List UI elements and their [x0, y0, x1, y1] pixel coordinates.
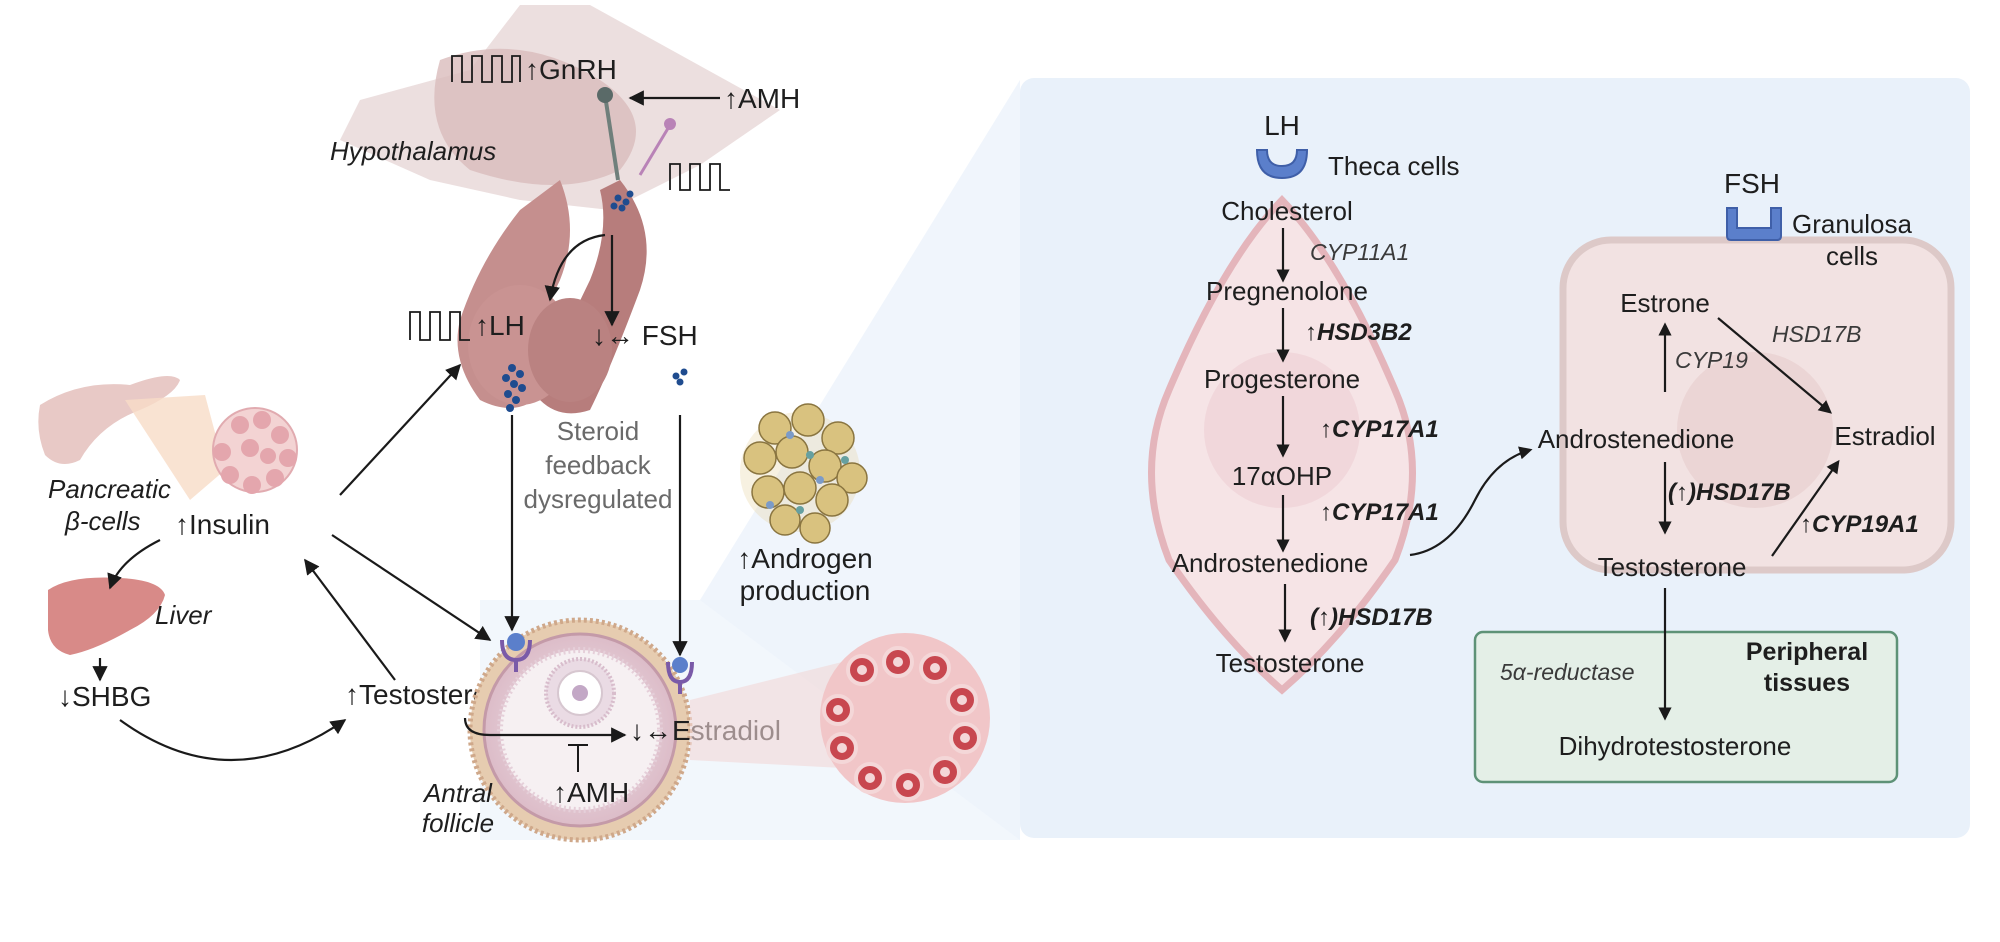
svg-text:follicle: follicle	[422, 808, 494, 838]
svg-text:Granulosa: Granulosa	[1792, 209, 1912, 239]
theca-step-17aohp: 17αOHP	[1232, 461, 1332, 491]
theca-lh-label: LH	[1264, 110, 1300, 141]
granulosa-enzyme-cyp19: CYP19	[1675, 347, 1748, 373]
granulosa-fsh-label: FSH	[1724, 168, 1780, 199]
peripheral-product: Dihydrotestosterone	[1559, 731, 1792, 761]
polycystic-ovary-illustration	[690, 633, 990, 803]
pituitary-pulse-icon	[669, 163, 730, 191]
theca-step-pregnenolone: Pregnenolone	[1206, 276, 1368, 306]
theca-enzyme-cyp17a1-2: ↑CYP17A1	[1320, 499, 1439, 526]
fsh-label: ↓↔ FSH	[592, 320, 698, 351]
hypothalamus-label: Hypothalamus	[330, 136, 496, 166]
theca-step-progesterone: Progesterone	[1204, 364, 1360, 394]
fsh-receptor-icon	[666, 657, 694, 694]
lh-pulse-icon	[409, 311, 470, 341]
lh-receptor-icon	[500, 633, 532, 672]
granulosa-estrone: Estrone	[1620, 288, 1710, 318]
theca-enzyme-hsd3b2: ↑HSD3B2	[1305, 319, 1412, 346]
pancreatic-label: Pancreatic β-cells	[48, 474, 171, 536]
granulosa-enzyme-cyp19a1-up: ↑CYP19A1	[1800, 511, 1919, 538]
amh-follicle-label: ↑AMH	[553, 777, 629, 808]
granulosa-pathway: Estrone CYP19 HSD17B Androstenedione Est…	[1538, 288, 1936, 582]
gnrh-label: ↑GnRH	[525, 54, 617, 85]
granulosa-androstenedione: Androstenedione	[1538, 424, 1735, 454]
granulosa-nucleus	[1677, 352, 1833, 508]
peripheral-tissues-label: Peripheral tissues	[1746, 638, 1868, 697]
svg-text:Steroid: Steroid	[557, 416, 639, 446]
steroid-feedback-label: Steroid feedback dysregulated	[524, 416, 673, 514]
svg-text:tissues: tissues	[1764, 669, 1850, 697]
theca-pathway: Cholesterol CYP11A1 Pregnenolone ↑HSD3B2…	[1172, 196, 1439, 678]
svg-text:β-cells: β-cells	[64, 506, 141, 536]
granulosa-cells-label: Granulosa cells	[1792, 209, 1912, 271]
theca-step-cholesterol: Cholesterol	[1221, 196, 1353, 226]
theca-enzyme-hsd17b: (↑)HSD17B	[1310, 604, 1433, 631]
granulosa-estradiol: Estradiol	[1834, 421, 1935, 451]
shbg-label: ↓SHBG	[58, 681, 151, 712]
androgen-production-label: ↑Androgen production	[737, 543, 872, 606]
fsh-receptor-granulosa-icon	[1726, 207, 1782, 241]
liver-illustration	[48, 577, 165, 655]
peripheral-enzyme: 5α-reductase	[1500, 659, 1635, 685]
liver-label: Liver	[155, 600, 213, 630]
antral-follicle-label: Antral follicle	[422, 778, 494, 838]
pancreas-illustration	[38, 376, 298, 500]
theca-step-testosterone: Testosterone	[1216, 648, 1365, 678]
svg-text:dysregulated: dysregulated	[524, 484, 673, 514]
theca-enzyme-cyp17a1-1: ↑CYP17A1	[1320, 416, 1439, 443]
granulosa-enzyme-hsd17b-up: (↑)HSD17B	[1668, 479, 1791, 506]
svg-text:Peripheral: Peripheral	[1746, 638, 1868, 666]
theca-enzyme-cyp11a1: CYP11A1	[1310, 239, 1409, 265]
hypothalamus-pituitary-illustration	[340, 5, 780, 414]
lh-receptor-theca-icon	[1255, 149, 1309, 180]
granulosa-enzyme-hsd17b: HSD17B	[1772, 321, 1861, 347]
theca-cells-label: Theca cells	[1328, 151, 1460, 181]
svg-text:production: production	[740, 575, 871, 606]
granulosa-testosterone: Testosterone	[1598, 552, 1747, 582]
theca-cluster-illustration	[740, 403, 868, 544]
lh-label: ↑LH	[475, 310, 525, 341]
amh-top-label: ↑AMH	[724, 83, 800, 114]
svg-text:Antral: Antral	[422, 778, 493, 808]
svg-text:Pancreatic: Pancreatic	[48, 474, 171, 504]
svg-text:↑Androgen: ↑Androgen	[737, 543, 872, 574]
gnrh-pulse-icon	[451, 55, 521, 83]
theca-step-androstenedione: Androstenedione	[1172, 548, 1369, 578]
svg-text:feedback: feedback	[545, 450, 652, 480]
peripheral-tissues-box	[1473, 630, 1899, 784]
insulin-label: ↑Insulin	[175, 509, 270, 540]
svg-text:cells: cells	[1826, 241, 1878, 271]
